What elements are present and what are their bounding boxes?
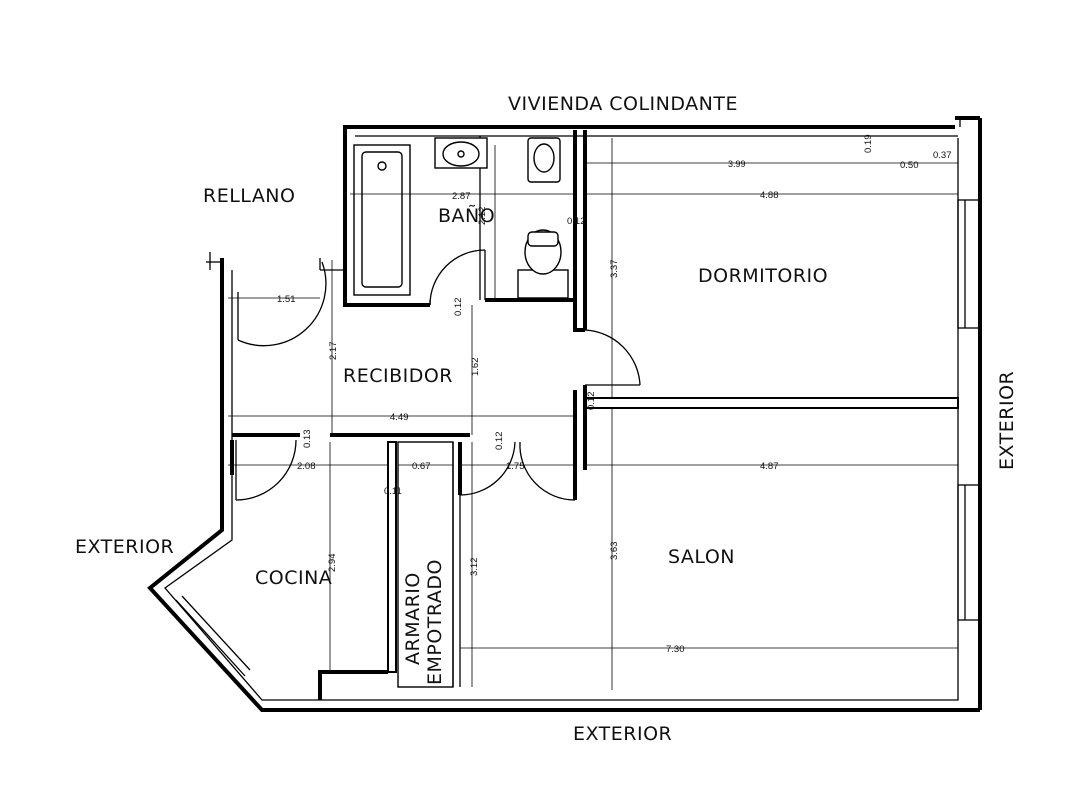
- dim-3-99: 3.99: [728, 159, 746, 169]
- dim-0-37: 0.37: [933, 150, 952, 161]
- label-dormitorio: DORMITORIO: [698, 265, 828, 287]
- dim-3-63: 3.63: [609, 542, 620, 561]
- dim-0-12-c: 0.12: [586, 392, 597, 411]
- label-vivienda-colindante: VIVIENDA COLINDANTE: [508, 93, 738, 115]
- dim-0-12-d: 0.12: [494, 432, 505, 451]
- dim-7-30: 7.30: [666, 644, 685, 655]
- dimension-values: 3.99 0.50 0.37 0.19 2.87 4.88 2.12 0.12 …: [277, 135, 952, 656]
- bathroom-fixtures: [353, 137, 569, 299]
- dim-2-87: 2.87: [452, 191, 471, 202]
- dim-0-13: 0.13: [302, 430, 313, 449]
- dim-0-12-a: 0.12: [567, 216, 586, 227]
- dim-0-19: 0.19: [863, 135, 874, 154]
- dim-0-12-b: 0.12: [453, 298, 464, 317]
- inner-wall-faces: [164, 135, 981, 701]
- dim-2-08: 2.08: [297, 461, 316, 472]
- label-cocina: COCINA: [255, 567, 332, 589]
- dim-4-87: 4.87: [760, 461, 779, 472]
- dim-2-12: 2.12: [477, 207, 488, 226]
- dim-0-67: 0.67: [412, 461, 431, 472]
- label-exterior-right: EXTERIOR: [996, 371, 1018, 470]
- label-empotrado: EMPOTRADO: [424, 559, 446, 685]
- dim-2-17: 2.17: [328, 342, 339, 361]
- label-armario: ARMARIO: [402, 572, 424, 665]
- dim-4-88: 4.88: [760, 190, 779, 201]
- label-recibidor: RECIBIDOR: [343, 365, 453, 387]
- label-rellano: RELLANO: [203, 185, 295, 207]
- dim-3-37: 3.37: [609, 260, 620, 279]
- doors: [235, 249, 641, 501]
- dimension-lines: [228, 138, 958, 690]
- dim-2-94: 2.94: [327, 554, 338, 573]
- dim-0-50: 0.50: [900, 160, 919, 171]
- dim-1-75: 1.75: [506, 461, 525, 472]
- label-exterior-bottom: EXTERIOR: [573, 723, 672, 745]
- dim-3-12: 3.12: [469, 558, 480, 577]
- label-bano: BAÑO: [438, 204, 495, 227]
- dim-0-11: 0.11: [384, 486, 402, 497]
- label-salon: SALON: [668, 546, 735, 568]
- label-exterior-left: EXTERIOR: [75, 536, 174, 558]
- dim-1-51: 1.51: [277, 294, 296, 305]
- interior-walls: [230, 127, 959, 700]
- dim-1-62: 1.62: [470, 358, 481, 377]
- dim-4-49: 4.49: [390, 412, 409, 423]
